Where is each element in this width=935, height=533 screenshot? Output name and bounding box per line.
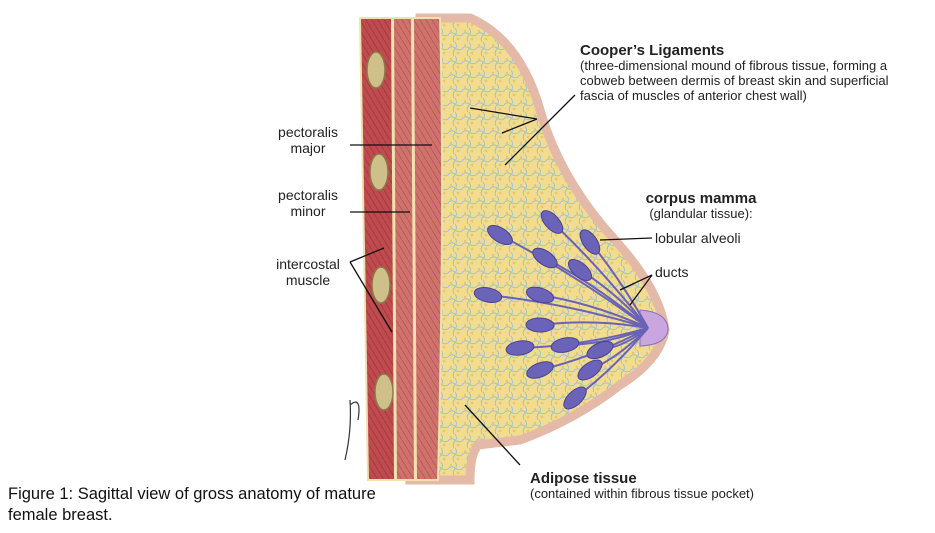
duct [551,221,649,329]
signature [344,399,360,461]
duct [499,234,649,329]
lobule [525,317,555,333]
label-coopers-ligaments: Cooper’s Ligaments (three-dimensional mo… [580,42,889,104]
label-lobular-alveoli: lobular alveoli [655,230,741,246]
pointer-lines [349,94,653,466]
lobule [579,229,601,255]
lobule [505,340,535,356]
pectoralis-minor-layer [391,17,417,481]
lobule [577,359,603,381]
lobules-group [473,210,614,410]
lobule [586,340,614,360]
lobule [563,386,587,410]
lobule [526,361,554,379]
lobule [540,210,564,234]
rib-cross-sections [366,51,394,411]
lobule [473,287,503,303]
duct [487,294,649,329]
lobule [567,258,593,282]
lobule [532,247,558,269]
pectoralis-major-layer [411,17,444,481]
lobule [487,224,513,246]
lobule [525,286,555,304]
label-corpus-mamma: corpus mamma (glandular tissue): [645,190,757,222]
nipple [639,309,669,347]
label-ducts: ducts [655,264,689,280]
label-adipose-tissue: Adipose tissue (contained within fibrous… [530,470,755,502]
lobule [550,337,580,353]
figure-caption: Figure 1: Sagittal view of gross anatomy… [8,485,376,524]
